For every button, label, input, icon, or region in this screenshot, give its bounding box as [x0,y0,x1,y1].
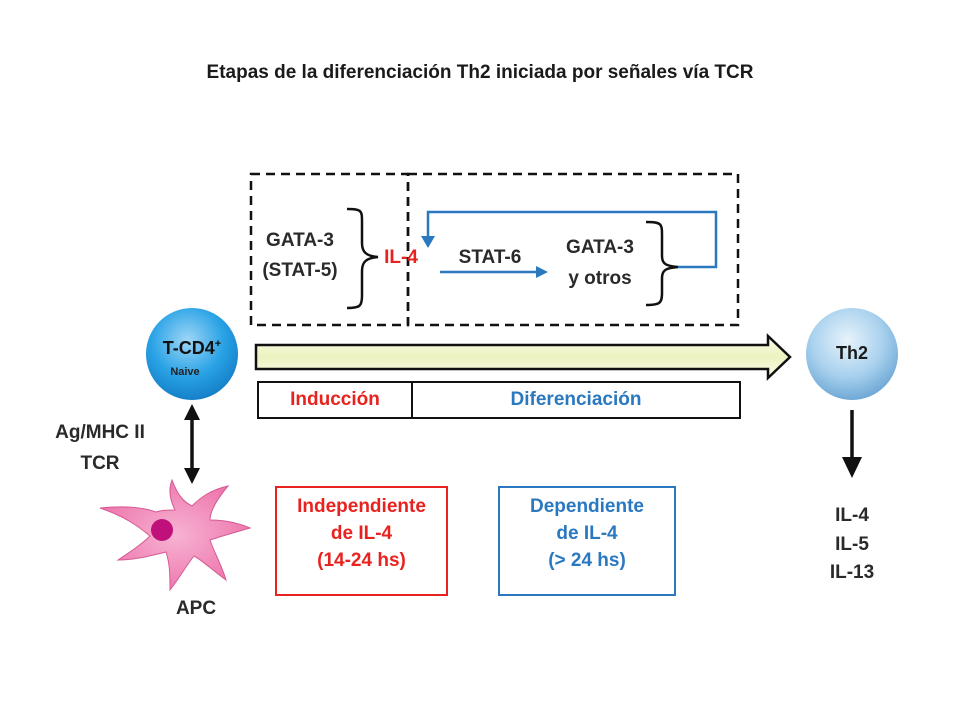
naive-cell-label: T-CD4+ [152,336,232,360]
right-brace [645,220,679,307]
diff-gata3-label: GATA-3 [566,237,634,258]
differentiation-dashed-box [406,172,740,327]
apc-label: APC [175,598,217,619]
independent-line2: de IL-4 [330,522,393,544]
diff-others-label: y otros [568,268,632,289]
dependent-line2: de IL-4 [556,522,618,544]
receptor-label-tcr: TCR [80,453,120,474]
receptor-label-ag-mhc: Ag/MHC II [55,422,145,443]
phase-induction-label: Inducción [290,389,380,410]
induction-stat5-label: (STAT-5) [262,260,338,281]
output-arrowhead [842,457,862,478]
dependent-line3: (> 24 hs) [548,549,626,571]
progression-arrow [254,333,792,381]
page-title: Etapas de la diferenciación Th2 iniciada… [206,62,754,83]
naive-cell-name: T-CD4 [162,338,215,358]
naive-cell-circle [146,308,238,400]
left-brace [346,207,379,310]
cytokine-il5: IL-5 [835,533,869,555]
independent-line3: (14-24 hs) [317,549,406,571]
cytokine-il4: IL-4 [835,505,869,526]
induction-gata3-label: GATA-3 [266,230,334,251]
dependent-box: Dependiente de IL-4 (> 24 hs) [498,486,676,596]
naive-cell-superscript: + [214,338,222,350]
independent-line1: Independiente [297,496,426,517]
apc-nucleus [151,519,173,541]
th2-cell-circle [806,308,898,400]
tcr-arrowhead-up [184,404,200,420]
dependent-line1: Dependiente [529,496,645,517]
naive-cell-sublabel: Naive [170,366,200,378]
tcr-arrowhead-down [184,468,200,484]
phase-bar [257,381,741,419]
induction-il4-label: IL-4 [384,247,418,268]
apc-cell-body [99,478,252,592]
phase-differentiation-label: Diferenciación [510,389,642,410]
stat6-label: STAT-6 [458,247,522,268]
stat6-arrowhead [536,266,548,278]
cytokine-list: IL-4 IL-5 IL-13 [812,502,892,588]
feedback-loop-line [426,210,718,269]
independent-box: Independiente de IL-4 (14-24 hs) [275,486,448,596]
th2-cell-label: Th2 [835,343,868,363]
feedback-loop-arrowhead [421,236,435,248]
cytokine-il13: IL-13 [829,562,875,583]
